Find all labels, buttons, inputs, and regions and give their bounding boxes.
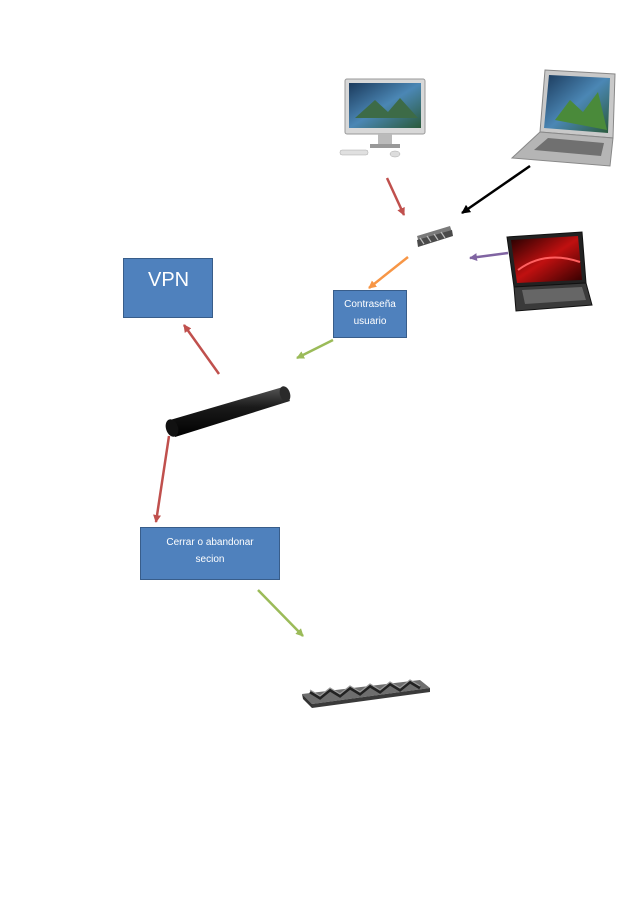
arrow-password-to-pipe — [296, 338, 334, 360]
arrow-www-to-password — [368, 256, 409, 289]
vpn-box: VPN — [123, 258, 213, 318]
arrow-laptop-to-www — [461, 164, 531, 215]
arrow-red-laptop-to-www — [469, 251, 509, 262]
arrow-close-to-www — [257, 589, 304, 637]
arrow-desktop-to-www — [385, 177, 406, 216]
vpn-label: VPN — [148, 269, 190, 291]
www-small-3d-icon — [417, 226, 453, 247]
user-label: usuario — [353, 316, 387, 327]
red-laptop-icon — [506, 231, 593, 312]
close-label-line2: secion — [195, 554, 225, 565]
imac-desktop-icon — [339, 78, 426, 158]
arrow-pipe-to-vpn — [182, 324, 221, 375]
black-cylinder-icon — [165, 386, 291, 437]
laptop-icon — [510, 69, 616, 167]
close-session-box: Cerrar o abandonar secion — [140, 527, 280, 580]
close-label-line1: Cerrar o abandonar — [166, 537, 254, 548]
www-large-3d-icon — [302, 679, 430, 708]
password-label: Contraseña — [344, 299, 396, 310]
arrow-pipe-to-close — [153, 435, 171, 523]
password-user-box: Contraseña usuario — [333, 290, 407, 338]
